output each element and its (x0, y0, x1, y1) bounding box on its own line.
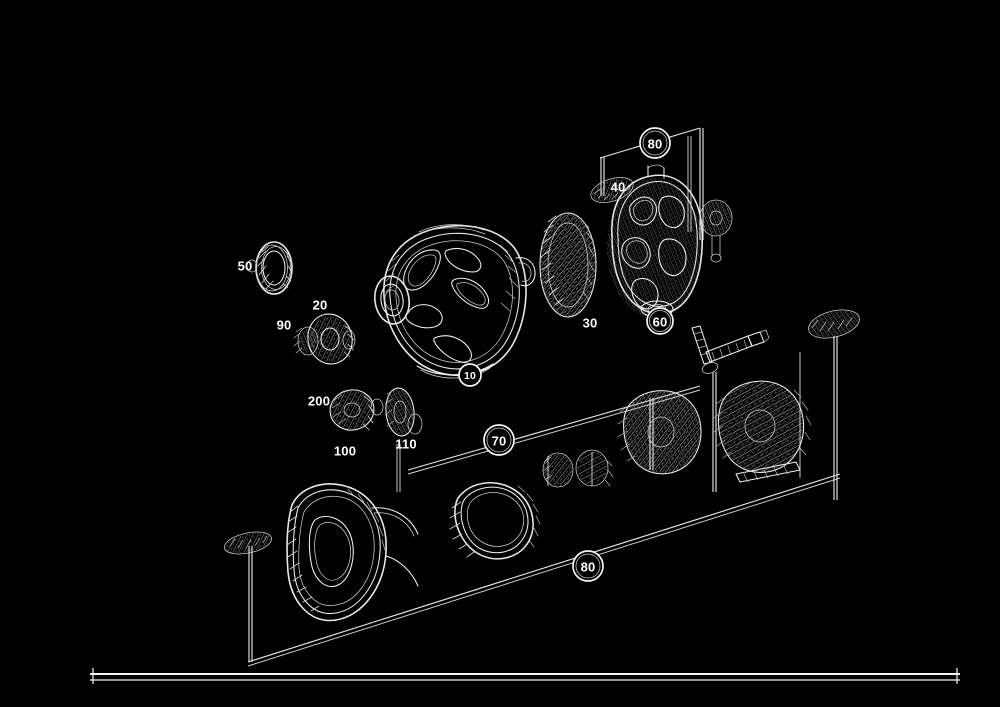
callout-80-top[interactable]: 80 (639, 127, 671, 159)
part-rear-housing (286, 483, 419, 622)
part-spacer-washer (246, 241, 293, 295)
part-regulator-unit-a (617, 390, 702, 475)
callout-60[interactable]: 60 (646, 307, 674, 335)
part-stator-winding (539, 212, 597, 318)
baseline-rule (90, 668, 960, 684)
callout-110[interactable]: 110 (395, 437, 417, 452)
callout-30[interactable]: 30 (583, 316, 598, 331)
part-fan-assembly (329, 389, 384, 431)
part-regulator-unit-b (713, 380, 812, 483)
callout-70[interactable]: 70 (483, 424, 515, 456)
part-mounting-screw (808, 309, 860, 339)
part-rectifier-bridge (449, 482, 541, 560)
callout-label: 60 (653, 315, 668, 330)
callout-label: 10 (464, 370, 476, 382)
part-lower-left-tag (224, 531, 272, 555)
callout-10[interactable]: 10 (458, 363, 482, 387)
callout-40[interactable]: 40 (611, 180, 626, 195)
callout-20[interactable]: 20 (313, 298, 328, 313)
part-through-bolt (705, 329, 770, 363)
part-pulley-nut-assembly (293, 313, 356, 365)
part-brush-holder (542, 449, 614, 488)
callout-label: 80 (581, 560, 596, 575)
callout-label: 70 (492, 434, 507, 449)
part-drive-end-housing (374, 224, 536, 379)
part-retaining-clip (590, 177, 634, 203)
part-diode-plate (691, 325, 719, 374)
part-rotor-assembly (607, 164, 704, 318)
callout-90[interactable]: 90 (277, 318, 292, 333)
callout-layer: 80 60 70 80 10 50 20 90 30 200 (238, 127, 674, 582)
callout-100[interactable]: 100 (334, 444, 356, 459)
callout-50[interactable]: 50 (238, 259, 253, 274)
part-slip-ring-bearing (384, 387, 423, 437)
callout-200[interactable]: 200 (308, 394, 330, 409)
callout-80-bottom[interactable]: 80 (572, 550, 604, 582)
part-terminal-stud (699, 199, 733, 263)
callout-label: 80 (648, 137, 663, 152)
